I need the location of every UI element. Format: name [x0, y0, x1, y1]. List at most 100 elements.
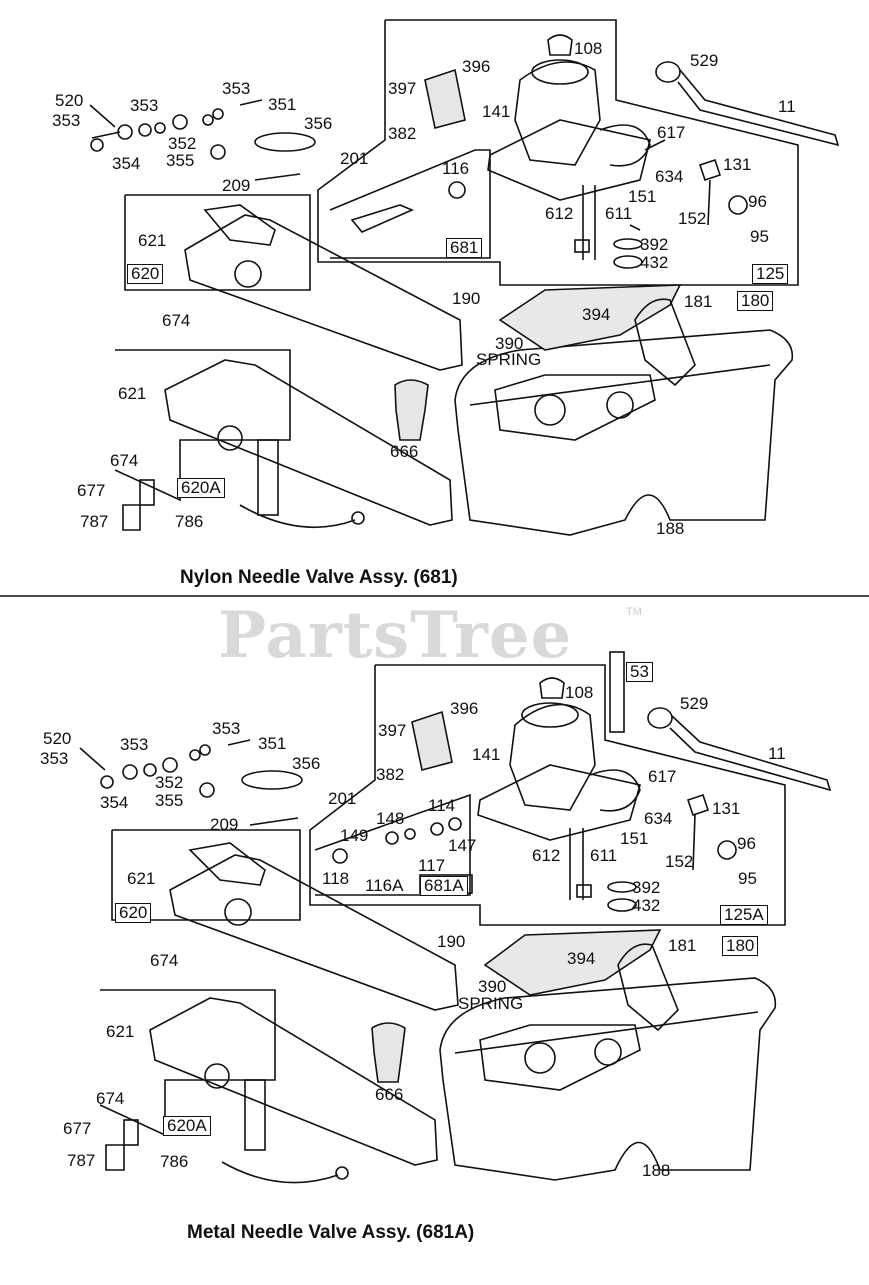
part-label[interactable]: 118	[322, 869, 350, 888]
part-label[interactable]: 108	[565, 683, 594, 702]
part-label[interactable]: 209	[222, 176, 251, 195]
part-label[interactable]: 621	[106, 1022, 135, 1041]
part-label[interactable]: 529	[680, 694, 709, 713]
part-label[interactable]: 396	[462, 57, 491, 76]
part-label[interactable]: 611	[590, 846, 618, 865]
part-label[interactable]: 352	[168, 134, 197, 153]
bracket-box-label[interactable]: 620	[127, 264, 164, 284]
part-label[interactable]: 190	[437, 932, 466, 951]
part-label[interactable]: 396	[450, 699, 479, 718]
part-label[interactable]: SPRING	[458, 994, 524, 1013]
part-label[interactable]: 353	[130, 96, 159, 115]
part-label[interactable]: 621	[118, 384, 147, 403]
kit-box-label[interactable]: 681A	[420, 876, 468, 896]
part-label[interactable]: 353	[52, 111, 81, 130]
part-label[interactable]: 201	[340, 149, 369, 168]
part-label[interactable]: 634	[655, 167, 684, 186]
part-label[interactable]: 152	[678, 209, 707, 228]
part-label[interactable]: 95	[738, 869, 757, 888]
part-label[interactable]: 394	[567, 949, 596, 968]
part-label[interactable]: 131	[712, 799, 741, 818]
part-label[interactable]: 382	[388, 124, 417, 143]
part-label[interactable]: 390	[478, 977, 507, 996]
part-label[interactable]: 354	[100, 793, 129, 812]
part-label[interactable]: 141	[482, 102, 511, 121]
part-label[interactable]: 677	[63, 1119, 92, 1138]
part-label[interactable]: 96	[748, 192, 767, 211]
assembly-box-label[interactable]: 125	[752, 264, 789, 284]
part-label[interactable]: 181	[668, 936, 697, 955]
bracket-box-label[interactable]: 620	[115, 903, 152, 923]
part-label[interactable]: 617	[657, 123, 686, 142]
kit-box-label[interactable]: 681	[446, 238, 483, 258]
part-label[interactable]: 352	[155, 773, 184, 792]
part-label[interactable]: 354	[112, 154, 141, 173]
part-label[interactable]: 147	[448, 836, 477, 855]
part-label[interactable]: 353	[212, 719, 241, 738]
part-label[interactable]: 356	[304, 114, 333, 133]
part-label[interactable]: 108	[574, 39, 603, 58]
part-label[interactable]: 390	[495, 334, 524, 353]
part-label[interactable]: 674	[110, 451, 139, 470]
part-label[interactable]: 151	[628, 187, 657, 206]
part-label[interactable]: 141	[472, 745, 501, 764]
part-label[interactable]: 392	[640, 235, 669, 254]
assembly-box-label[interactable]: 125A	[720, 905, 768, 925]
part-label[interactable]: 188	[656, 519, 685, 538]
part-label[interactable]: 786	[160, 1152, 189, 1171]
part-label[interactable]: 148	[376, 809, 405, 828]
bracket-box-label[interactable]: 620A	[163, 1116, 211, 1136]
part-label[interactable]: 152	[665, 852, 694, 871]
part-label[interactable]: 11	[778, 97, 796, 116]
part-label[interactable]: 201	[328, 789, 357, 808]
part-label[interactable]: 432	[632, 896, 661, 915]
part-label[interactable]: 674	[162, 311, 191, 330]
part-label[interactable]: 209	[210, 815, 239, 834]
part-label[interactable]: 666	[375, 1085, 404, 1104]
part-label[interactable]: 351	[268, 95, 297, 114]
part-label[interactable]: 674	[150, 951, 179, 970]
part-label[interactable]: 11	[768, 744, 786, 763]
part-label[interactable]: 621	[138, 231, 167, 250]
part-label[interactable]: 520	[55, 91, 84, 110]
part-label[interactable]: 432	[640, 253, 669, 272]
part-label[interactable]: 621	[127, 869, 156, 888]
part-label[interactable]: 353	[222, 79, 251, 98]
part-label[interactable]: 612	[545, 204, 574, 223]
part-label[interactable]: 392	[632, 878, 661, 897]
part-label[interactable]: 95	[750, 227, 769, 246]
part-label[interactable]: 382	[376, 765, 405, 784]
part-label[interactable]: 353	[40, 749, 69, 768]
part-label[interactable]: 181	[684, 292, 713, 311]
part-label[interactable]: 674	[96, 1089, 125, 1108]
bracket-box-label[interactable]: 620A	[177, 478, 225, 498]
tank-box-label[interactable]: 180	[737, 291, 774, 311]
part-label[interactable]: 149	[340, 826, 369, 845]
part-label[interactable]: 787	[67, 1151, 96, 1170]
part-label[interactable]: 351	[258, 734, 287, 753]
part-label[interactable]: 117	[418, 856, 446, 875]
part-label[interactable]: 116A	[365, 876, 404, 895]
part-label[interactable]: 116	[442, 159, 470, 178]
part-label[interactable]: 151	[620, 829, 649, 848]
part-label[interactable]: 114	[428, 796, 456, 815]
part-label[interactable]: 394	[582, 305, 611, 324]
part-label[interactable]: 611	[605, 204, 633, 223]
part-label[interactable]: 787	[80, 512, 109, 531]
part-label[interactable]: 397	[388, 79, 417, 98]
part-label[interactable]: 634	[644, 809, 673, 828]
part-label[interactable]: 188	[642, 1161, 671, 1180]
part-label[interactable]: 666	[390, 442, 419, 461]
part-label[interactable]: 190	[452, 289, 481, 308]
part-label[interactable]: 786	[175, 512, 204, 531]
tank-box-label[interactable]: 180	[722, 936, 759, 956]
strip-box-label[interactable]: 53	[626, 662, 653, 682]
part-label[interactable]: 353	[120, 735, 149, 754]
part-label[interactable]: 356	[292, 754, 321, 773]
part-label[interactable]: 131	[723, 155, 752, 174]
part-label[interactable]: 529	[690, 51, 719, 70]
part-label[interactable]: 355	[155, 791, 184, 810]
part-label[interactable]: 397	[378, 721, 407, 740]
part-label[interactable]: 612	[532, 846, 561, 865]
part-label[interactable]: 96	[737, 834, 756, 853]
